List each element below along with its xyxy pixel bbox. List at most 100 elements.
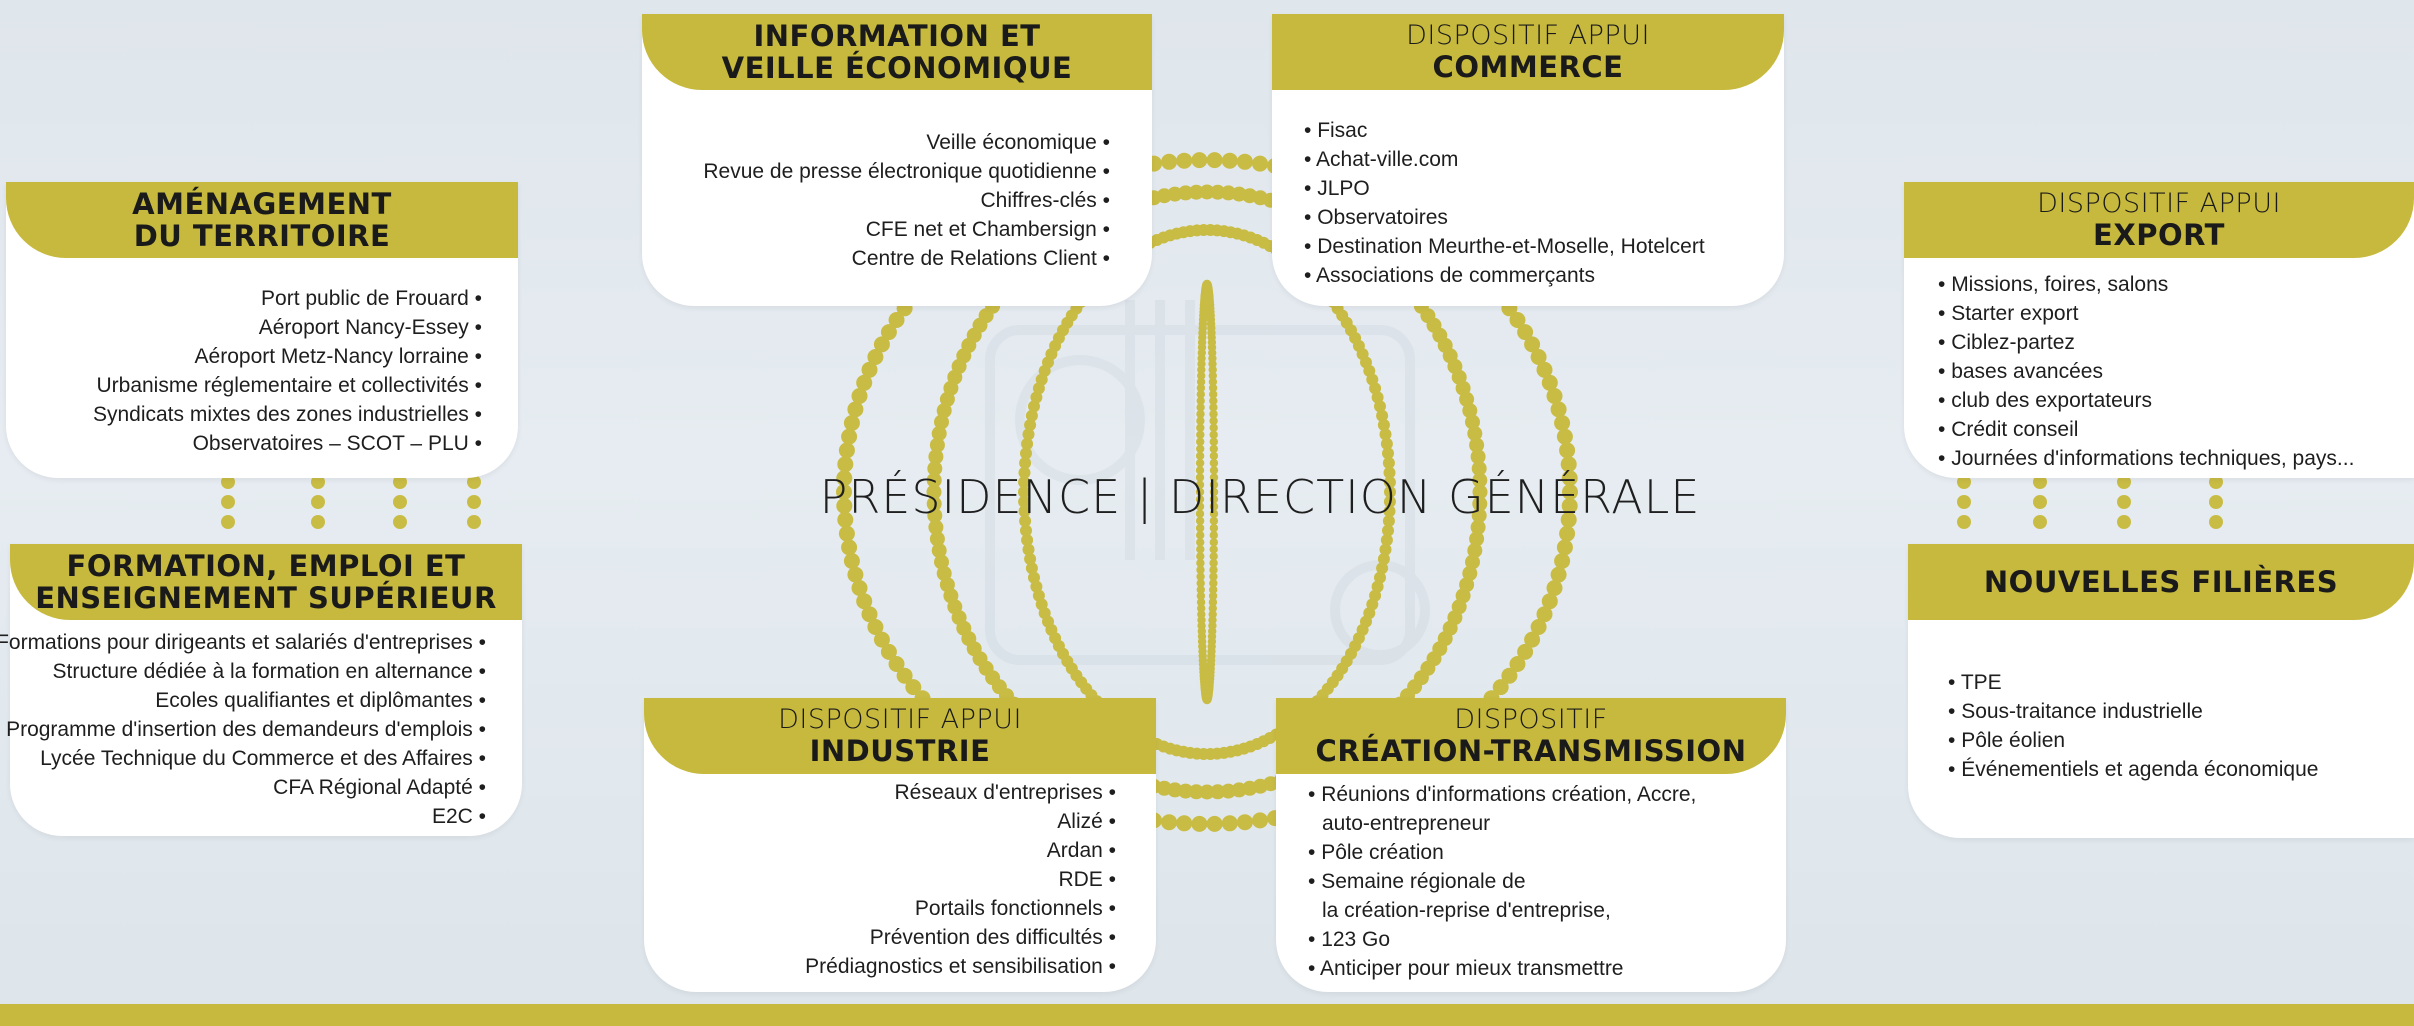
ring-dot <box>837 511 854 528</box>
ring-dot <box>838 442 855 459</box>
card-header: DISPOSITIF APPUI EXPORT <box>1904 182 2414 258</box>
card-item-list: • Missions, foires, salons • Starter exp… <box>1938 270 2354 473</box>
ring-dot <box>1018 495 1031 508</box>
ring-dot <box>847 566 864 583</box>
ring-dot <box>1377 553 1390 565</box>
ring-dot <box>1209 451 1219 461</box>
connector-dot <box>467 475 481 489</box>
card-title-line2: VEILLE ÉCONOMIQUE <box>721 51 1073 85</box>
ring-dot <box>1028 571 1040 584</box>
connector-dot <box>393 475 407 489</box>
list-item: • Observatoires <box>1304 206 1448 229</box>
ring-dot <box>1196 390 1206 399</box>
list-item: • Ciblez-partez <box>1938 331 2075 354</box>
ring-dot <box>1560 456 1577 473</box>
ring-dot <box>1209 444 1219 453</box>
ring-dot <box>1196 545 1205 554</box>
ring-dot <box>1022 428 1035 441</box>
ring-dot <box>927 508 943 523</box>
ring-dot <box>1383 505 1396 518</box>
ring-dot <box>1236 153 1253 170</box>
ring-dot <box>1209 572 1218 581</box>
ring-dot <box>1509 656 1526 672</box>
card-title-line1: AMÉNAGEMENT <box>132 187 392 221</box>
ring-dot <box>1465 414 1480 430</box>
ring-dot <box>1196 579 1205 588</box>
ring-dot <box>1021 437 1034 450</box>
ring-dot <box>1209 480 1219 489</box>
ring-dot <box>1556 428 1573 445</box>
list-item: Structure dédiée à la formation en alter… <box>52 660 486 683</box>
list-item: Revue de presse électronique quotidienne… <box>703 160 1110 183</box>
ring-dot <box>1559 442 1576 459</box>
ring-dot <box>836 484 852 500</box>
list-item: • Événementiels et agenda économique <box>1948 758 2319 781</box>
ring-dot <box>1209 531 1219 540</box>
ring-dot <box>1018 486 1030 498</box>
ring-dot <box>1209 487 1219 497</box>
ring-dot <box>1030 391 1043 404</box>
ring-dot <box>1382 515 1395 527</box>
ring-dot <box>1209 423 1218 432</box>
list-item: • Réunions d'informations création, Accr… <box>1308 783 1697 806</box>
ring-dot <box>1467 426 1483 441</box>
ring-dot <box>1020 524 1032 537</box>
ring-dot <box>1530 619 1547 635</box>
ring-dot <box>1380 437 1393 450</box>
ring-dot <box>1188 784 1204 800</box>
ring-dot <box>1032 589 1045 602</box>
connector-dot <box>2117 475 2131 489</box>
connector-dot <box>2033 515 2047 529</box>
ring-dot <box>843 553 860 569</box>
card-header: AMÉNAGEMENT DU TERRITOIRE <box>6 182 518 258</box>
ring-dot <box>1501 667 1518 684</box>
card-title-light: DISPOSITIF APPUI <box>2037 188 2281 219</box>
ring-dot <box>1209 403 1218 412</box>
ring-dot <box>1374 400 1386 413</box>
connector-dot <box>1957 475 1971 489</box>
ring-dot <box>1252 812 1268 829</box>
ring-dot <box>861 361 878 378</box>
ring-dot <box>1376 562 1389 575</box>
ring-dot <box>1469 531 1485 547</box>
ring-dot <box>1209 558 1218 568</box>
card-industrie: DISPOSITIF APPUI INDUSTRIE Réseaux d'ent… <box>644 698 1156 992</box>
list-item: • Semaine régionale de <box>1308 870 1526 893</box>
list-item: • Sous-traitance industrielle <box>1948 700 2203 723</box>
ring-dot <box>1220 783 1236 799</box>
connector-dot <box>2117 495 2131 509</box>
ring-dot <box>1467 543 1483 558</box>
ring-dot <box>1382 524 1394 537</box>
ring-dot <box>936 403 952 419</box>
connector-dot <box>2117 515 2131 529</box>
list-item: • Starter export <box>1938 302 2079 325</box>
ring-dot <box>1209 409 1218 419</box>
ring-dot <box>1208 598 1218 607</box>
card-amenagement: AMÉNAGEMENT DU TERRITOIRE Port public de… <box>6 182 518 478</box>
list-item: Lycée Technique du Commerce et des Affai… <box>40 747 486 770</box>
list-item: Prédiagnostics et sensibilisation • <box>805 955 1116 978</box>
ring-dot <box>856 374 873 391</box>
list-item: • Crédit conseil <box>1938 418 2079 441</box>
list-item: • club des exportateurs <box>1938 389 2152 412</box>
card-nouvelles-filieres: NOUVELLES FILIÈRES • TPE • Sous-traitanc… <box>1908 544 2414 838</box>
list-item: Ecoles qualifiantes et diplômantes • <box>155 689 486 712</box>
ring-dot <box>1196 437 1205 446</box>
ring-dot <box>1191 152 1208 169</box>
ring-dot <box>888 656 905 672</box>
ring-dot <box>1371 580 1384 593</box>
card-title-bold: COMMERCE <box>1432 50 1624 84</box>
card-title-bold: INDUSTRIE <box>809 734 991 768</box>
connector-dot <box>311 495 325 509</box>
card-formation: FORMATION, EMPLOI ET ENSEIGNEMENT SUPÉRI… <box>0 544 522 836</box>
ring-dot <box>1195 509 1205 518</box>
ring-dot <box>851 580 868 596</box>
list-item: Programme d'insertion des demandeurs d'e… <box>6 718 486 741</box>
connector-dot <box>393 515 407 529</box>
ring-dot <box>1470 449 1486 465</box>
ring-dot <box>1221 815 1238 832</box>
ring-dot <box>1517 324 1534 341</box>
ring-dot <box>1550 401 1567 418</box>
ring-dot <box>1462 403 1478 419</box>
ring-dot <box>1208 591 1218 601</box>
